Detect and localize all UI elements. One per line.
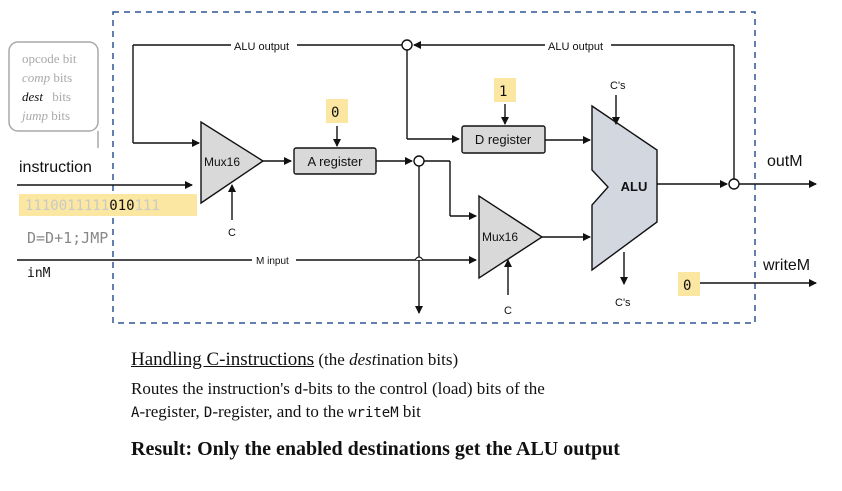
d-register-label: D register xyxy=(475,132,532,147)
caption-title-rest-1: (the xyxy=(314,350,350,369)
caption-body-5: bit xyxy=(398,402,421,421)
caption-result: Result: Only the enabled destinations ge… xyxy=(131,438,620,460)
mux16-bottom xyxy=(478,194,544,280)
writeM-bit: 0 xyxy=(683,278,691,294)
alu-label: ALU xyxy=(621,179,648,194)
caption-title-dest: dest xyxy=(349,350,377,369)
caption-body-code-d2: D xyxy=(203,405,213,421)
legend-jump: jump bits xyxy=(20,108,70,123)
legend-opcode: opcode bit xyxy=(22,51,77,66)
instruction-bits: 1110011111010111 xyxy=(25,198,160,214)
caption-body-code-writem: writeM xyxy=(348,405,399,421)
caption-body-2: -bits to the control (load) bits of the xyxy=(302,379,545,398)
caption-body-4: -register, and to the xyxy=(212,402,349,421)
outM-label: outM xyxy=(767,153,803,170)
caption-body-code-d: d xyxy=(294,382,303,398)
caption-body-1: Routes the instruction's xyxy=(131,379,295,398)
inM-label: inM xyxy=(27,266,51,281)
alu-control-top-label: C's xyxy=(610,80,626,92)
alu-output-label-right: ALU output xyxy=(548,41,603,53)
mux16-top-label: Mux16 xyxy=(204,155,240,169)
cpu-boundary xyxy=(112,11,756,324)
bit-legend: opcode bit comp bits dest bits jump bits xyxy=(8,41,99,148)
caption-body: Routes the instruction's d-bits to the c… xyxy=(131,378,821,424)
a-load-bit: 0 xyxy=(331,105,339,121)
alu-output-label-right-bg xyxy=(545,39,611,52)
alu xyxy=(591,104,658,272)
mux16-top xyxy=(200,120,265,205)
alu-output-junction xyxy=(728,178,740,190)
writeM-label: writeM xyxy=(762,257,810,274)
mux2-control-label: C xyxy=(504,305,512,317)
d-load-bit-highlight xyxy=(494,78,516,102)
legend-dest: dest bits xyxy=(22,89,71,104)
a-register-label: A register xyxy=(308,154,364,169)
instruction-bits-highlight xyxy=(19,194,197,216)
assembly-text: D=D+1;JMP xyxy=(27,229,108,247)
caption-title-main: Handling C-instructions xyxy=(131,349,315,370)
alu-status-label: C's xyxy=(615,297,631,309)
alu-output-junction-top xyxy=(401,39,413,51)
caption-body-code-a: A xyxy=(131,405,140,421)
legend-comp: comp bits xyxy=(22,70,72,85)
a-load-bit-highlight xyxy=(326,99,348,123)
a-output-junction xyxy=(413,155,425,167)
alu-output-label-left-bg xyxy=(231,39,297,52)
d-load-bit: 1 xyxy=(499,84,507,100)
instruction-label: instruction xyxy=(19,159,92,176)
mux1-control-label: C xyxy=(228,227,236,239)
caption-body-3: -register, xyxy=(139,402,204,421)
mux16-bottom-label: Mux16 xyxy=(482,230,518,244)
caption: Handling C-instructions (the destination… xyxy=(131,348,821,461)
cpu-diagram: opcode bit comp bits dest bits jump bits… xyxy=(8,11,817,324)
alu-output-label-left: ALU output xyxy=(234,41,289,53)
legend-box xyxy=(8,41,99,132)
caption-title-rest-2: ination bits) xyxy=(376,350,459,369)
caption-title: Handling C-instructions (the destination… xyxy=(131,348,821,372)
wire-crossover xyxy=(414,256,424,261)
writeM-bit-highlight xyxy=(678,272,700,296)
m-input-label-bg xyxy=(252,253,296,267)
m-input-label: M input xyxy=(256,256,289,267)
